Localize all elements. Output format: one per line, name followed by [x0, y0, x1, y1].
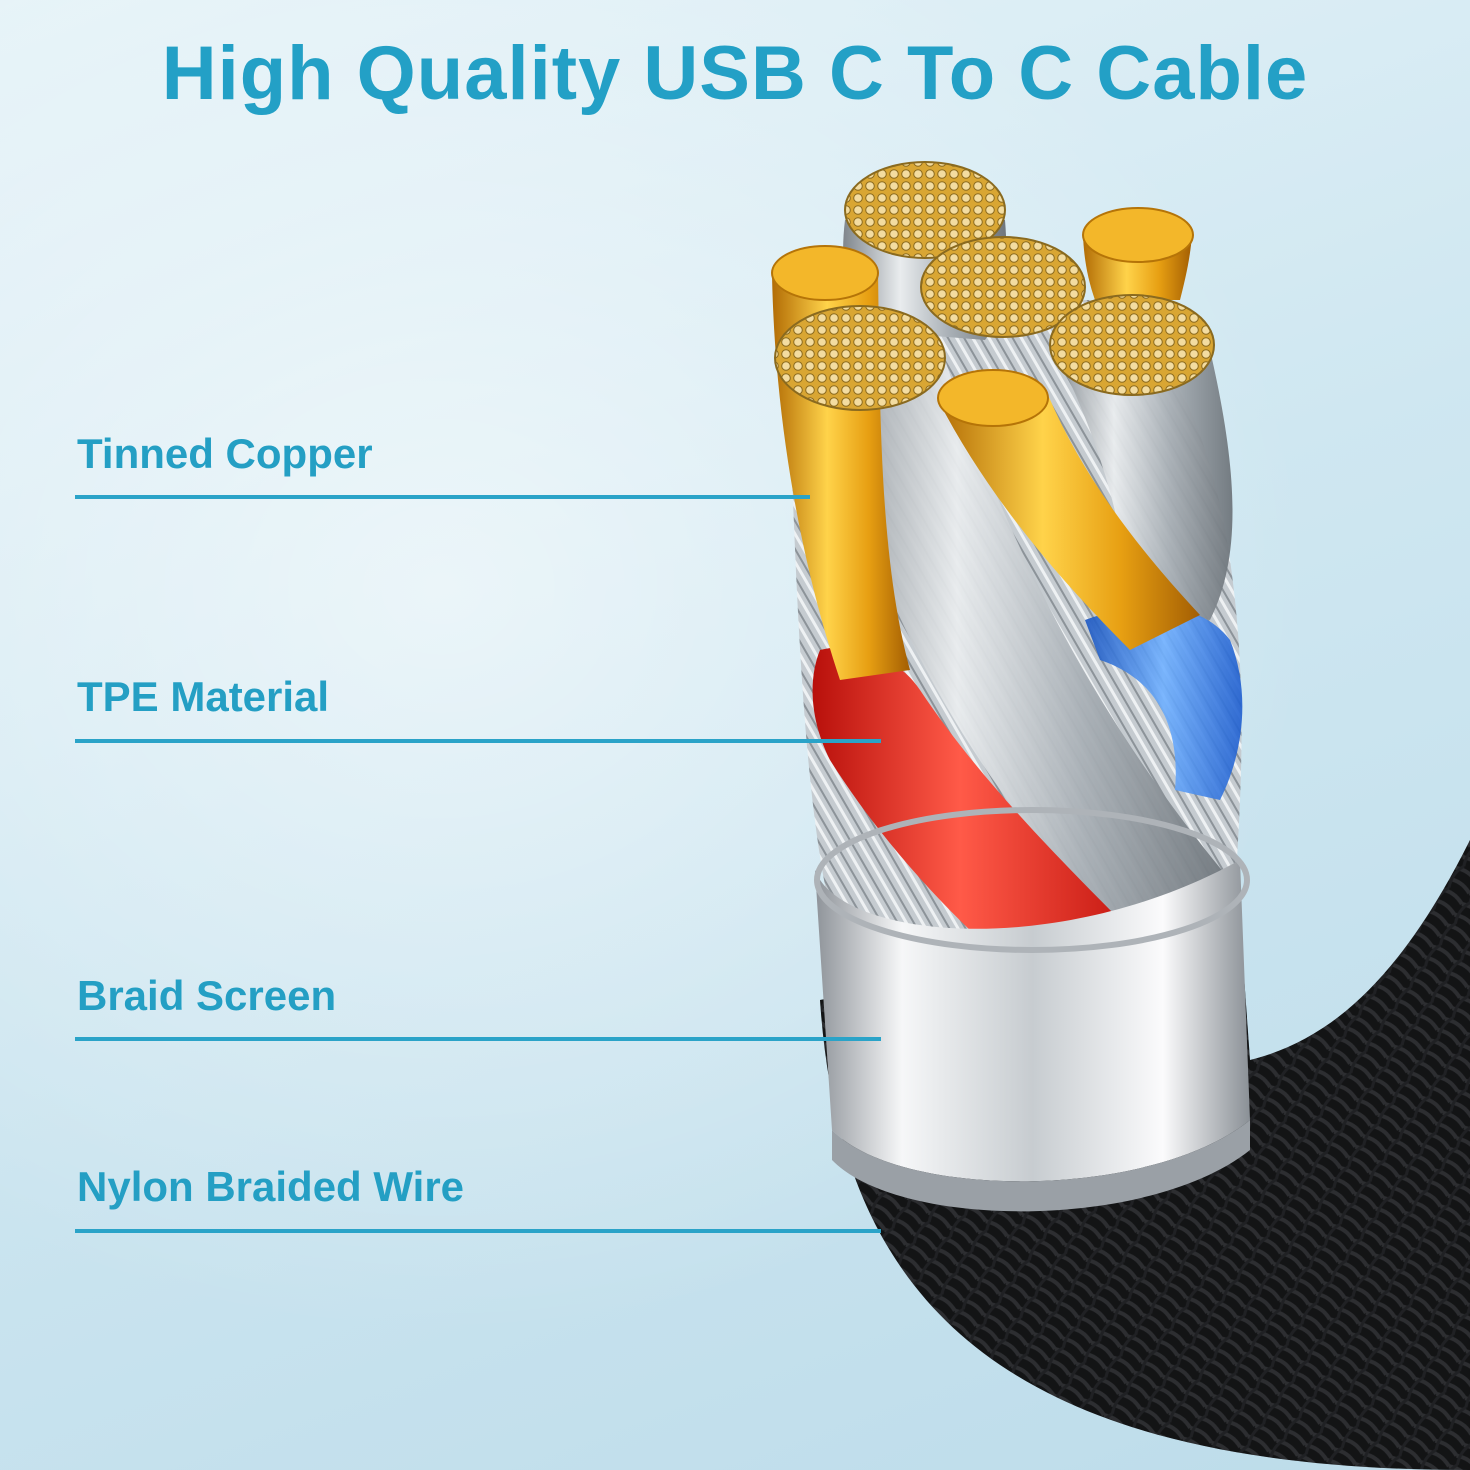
leader-line-nylon-braided-wire	[75, 1229, 881, 1233]
label-nylon-braided-wire: Nylon Braided Wire	[77, 1163, 465, 1210]
leader-line-tpe-material	[75, 739, 881, 743]
label-braid-screen: Braid Screen	[77, 972, 337, 1019]
leader-line-braid-screen	[75, 1037, 881, 1041]
page-title: High Quality USB C To C Cable	[161, 31, 1309, 116]
leader-line-tinned-copper	[75, 495, 810, 499]
label-tinned-copper: Tinned Copper	[77, 430, 373, 477]
label-tpe-material: TPE Material	[77, 673, 330, 720]
